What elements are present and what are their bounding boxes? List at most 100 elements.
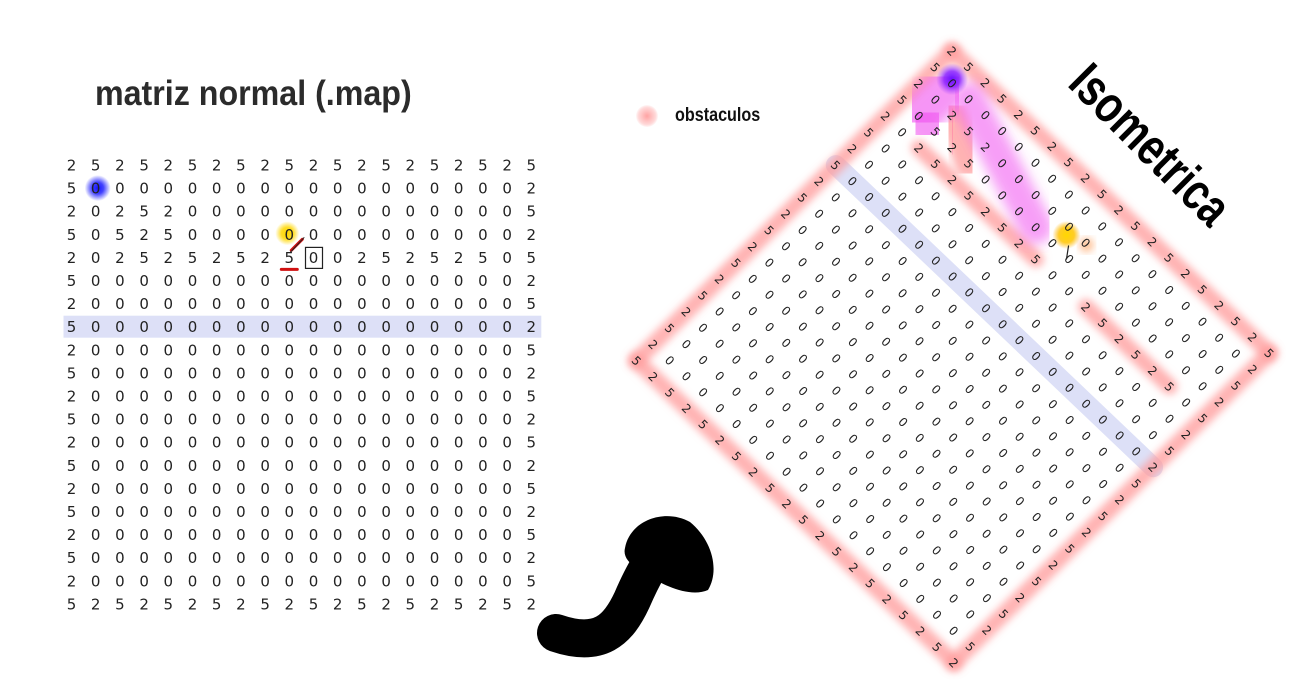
matrix-cell: 0 (430, 572, 440, 590)
matrix-cell: 2 (502, 157, 512, 175)
matrix-cell: 0 (212, 364, 222, 382)
matrix-cell: 0 (285, 457, 295, 475)
matrix-cell: 0 (91, 572, 101, 590)
matrix-cell: 0 (478, 526, 488, 544)
matrix-cell: 0 (309, 295, 319, 313)
matrix-cell: 0 (285, 295, 295, 313)
matrix-cell: 0 (454, 388, 464, 406)
matrix-cell: 0 (139, 364, 149, 382)
matrix-cell: 0 (357, 503, 367, 521)
matrix-cell: 0 (333, 434, 343, 452)
matrix-cell: 2 (236, 595, 246, 613)
matrix-cell: 0 (188, 572, 198, 590)
matrix-cell: 0 (502, 272, 512, 290)
matrix-cell: 5 (67, 503, 77, 521)
matrix-cell: 0 (333, 295, 343, 313)
matrix-cell: 0 (333, 388, 343, 406)
matrix-cell: 2 (67, 295, 77, 313)
matrix-cell: 5 (357, 595, 367, 613)
matrix-cell: 0 (115, 572, 125, 590)
matrix-cell: 0 (309, 226, 319, 244)
matrix-cell: 0 (91, 364, 101, 382)
matrix-cell: 2 (406, 157, 416, 175)
matrix-cell: 2 (67, 157, 77, 175)
matrix-cell: 0 (502, 341, 512, 359)
matrix-cell: 0 (139, 526, 149, 544)
matrix-cell: 0 (91, 480, 101, 498)
matrix-cell: 0 (406, 480, 416, 498)
matrix-cell: 0 (309, 388, 319, 406)
matrix-cell: 2 (67, 434, 77, 452)
matrix-cell: 0 (454, 295, 464, 313)
matrix-cell: 0 (236, 388, 246, 406)
matrix-cell: 0 (454, 434, 464, 452)
matrix-cell: 0 (260, 364, 270, 382)
matrix-cell: 2 (381, 595, 391, 613)
matrix-cell: 0 (454, 411, 464, 429)
matrix-cell: 2 (115, 249, 125, 267)
matrix-cell: 0 (115, 364, 125, 382)
matrix-cell: 0 (236, 364, 246, 382)
matrix-cell: 0 (285, 203, 295, 221)
matrix-cell: 5 (236, 249, 246, 267)
matrix-cell: 0 (164, 341, 174, 359)
matrix-cell: 0 (260, 226, 270, 244)
matrix-cell: 5 (430, 249, 440, 267)
matrix-cell: 0 (309, 249, 319, 267)
matrix-cell: 0 (285, 388, 295, 406)
matrix-cell: 0 (91, 526, 101, 544)
matrix-cell: 5 (67, 457, 77, 475)
matrix-cell: 0 (430, 526, 440, 544)
matrix-cell: 0 (430, 411, 440, 429)
matrix-cell: 0 (115, 180, 125, 198)
obstacle-wall (1078, 299, 1178, 395)
matrix-cell: 0 (309, 318, 319, 336)
matrix-cell: 2 (139, 226, 149, 244)
matrix-cell: 5 (381, 157, 391, 175)
matrix-cell: 0 (381, 572, 391, 590)
matrix-cell: 0 (164, 180, 174, 198)
matrix-cell: 0 (406, 364, 416, 382)
matrix-cell: 0 (333, 411, 343, 429)
matrix-cell: 0 (236, 180, 246, 198)
matrix-cell: 2 (527, 411, 537, 429)
matrix-cell: 0 (91, 180, 101, 198)
matrix-cell: 5 (260, 595, 270, 613)
matrix-cell: 0 (260, 318, 270, 336)
matrix-cell: 0 (406, 341, 416, 359)
matrix-cell: 0 (478, 434, 488, 452)
matrix-cell: 0 (478, 318, 488, 336)
matrix-cell: 2 (164, 203, 174, 221)
matrix-cell: 5 (381, 249, 391, 267)
matrix-cell: 0 (164, 272, 174, 290)
matrix-cell: 2 (454, 157, 464, 175)
matrix-cell: 0 (333, 180, 343, 198)
matrix-cell: 0 (406, 318, 416, 336)
matrix-cell: 0 (91, 295, 101, 313)
highlight-row (63, 315, 542, 338)
matrix-cell: 2 (67, 480, 77, 498)
matrix-cell: 5 (502, 595, 512, 613)
matrix-cell: 0 (478, 341, 488, 359)
matrix-cell: 0 (381, 503, 391, 521)
matrix-cell: 0 (91, 411, 101, 429)
path-highlight (896, 93, 958, 154)
matrix-cell: 0 (406, 572, 416, 590)
matrix-cell: 0 (115, 272, 125, 290)
matrix-cell: 0 (164, 295, 174, 313)
matrix-cell: 0 (139, 318, 149, 336)
matrix-cell: 0 (357, 364, 367, 382)
matrix-cell: 0 (357, 457, 367, 475)
matrix-cell: 5 (164, 226, 174, 244)
matrix-cell: 0 (309, 180, 319, 198)
matrix-cell: 0 (333, 272, 343, 290)
matrix-cell: 0 (478, 226, 488, 244)
